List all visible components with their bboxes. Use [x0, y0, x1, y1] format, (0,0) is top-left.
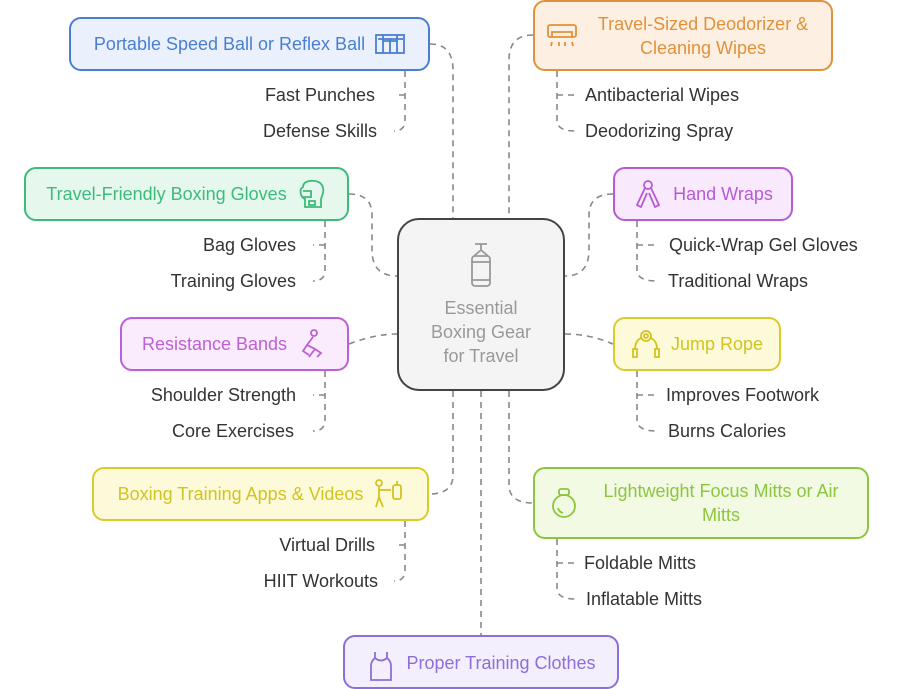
- child-bag-gloves: Bag Gloves: [202, 235, 296, 255]
- child-training-gloves: Training Gloves: [170, 271, 296, 291]
- branch-hand-wraps[interactable]: Hand Wraps: [613, 167, 793, 221]
- child-antibacterial-wipes: Antibacterial Wipes: [585, 85, 740, 105]
- connector-apps: [428, 391, 454, 495]
- child-virtual-drills: Virtual Drills: [279, 535, 375, 555]
- branch-jump-rope[interactable]: Jump Rope: [613, 317, 781, 371]
- child-foldable-mitts: Foldable Mitts: [584, 553, 697, 573]
- tank-top-icon: [370, 652, 393, 681]
- child-burns-calories: Burns Calories: [668, 421, 787, 441]
- branch-label: Portable Speed Ball or Reflex Ball: [93, 34, 366, 54]
- connector-speed-ball: [429, 43, 454, 218]
- branch-label: Boxing Training Apps & Videos: [117, 484, 364, 504]
- branch-training-apps[interactable]: Boxing Training Apps & Videos: [92, 467, 429, 521]
- boxer-training-icon: [375, 479, 403, 508]
- boxing-glove-icon: [299, 179, 324, 208]
- punching-bag-icon: [471, 242, 491, 287]
- connector-jump-rope: [564, 333, 614, 345]
- branch-speed-ball[interactable]: Portable Speed Ball or Reflex Ball: [69, 17, 430, 71]
- connector-gloves: [348, 193, 398, 277]
- hand-grip-icon: [635, 180, 661, 209]
- child-inflatable-mitts: Inflatable Mitts: [586, 589, 703, 609]
- child-traditional-wraps: Traditional Wraps: [668, 271, 809, 291]
- kettlebell-icon: [551, 488, 576, 518]
- branch-label: Travel-Sized Deodorizer & Cleaning Wipes: [597, 13, 809, 58]
- connector-lines: [312, 34, 658, 635]
- branch-deodorizer[interactable]: Travel-Sized Deodorizer & Cleaning Wipes: [533, 0, 833, 71]
- child-quick-wrap-gel-gloves: Quick-Wrap Gel Gloves: [669, 235, 858, 255]
- branch-label: Proper Training Clothes: [406, 653, 596, 673]
- connector-mitts: [508, 391, 534, 504]
- branch-resistance-bands[interactable]: Resistance Bands: [120, 317, 349, 371]
- branch-label: Lightweight Focus Mitts or Air Mitts: [603, 481, 839, 525]
- child-fast-punches: Fast Punches: [264, 85, 375, 105]
- branch-label: Hand Wraps: [673, 184, 773, 204]
- child-shoulder-strength: Shoulder Strength: [150, 385, 296, 405]
- branch-label: Resistance Bands: [141, 334, 288, 354]
- connector-resistance: [348, 333, 398, 345]
- central-topic-label: Essential Boxing Gear for Travel: [430, 297, 532, 366]
- child-deodorizing-spray: Deodorizing Spray: [585, 121, 734, 141]
- branch-focus-mitts[interactable]: Lightweight Focus Mitts or Air Mitts: [533, 467, 869, 539]
- jump-rope-icon: [632, 330, 660, 358]
- branch-label: Jump Rope: [670, 334, 764, 354]
- central-topic[interactable]: Essential Boxing Gear for Travel: [397, 218, 565, 391]
- child-core-exercises: Core Exercises: [171, 421, 294, 441]
- spray-dispenser-icon: [547, 23, 577, 46]
- child-hiit-workouts: HIIT Workouts: [263, 571, 378, 591]
- connector-hand-wraps: [564, 193, 614, 277]
- branch-boxing-gloves[interactable]: Travel-Friendly Boxing Gloves: [24, 167, 349, 221]
- child-improves-footwork: Improves Footwork: [666, 385, 820, 405]
- branch-training-clothes[interactable]: Proper Training Clothes: [343, 635, 619, 689]
- stretching-person-icon: [301, 329, 323, 358]
- branch-label: Travel-Friendly Boxing Gloves: [46, 184, 287, 204]
- speed-ball-frame-icon: [375, 34, 405, 54]
- connector-deodorizer: [508, 34, 534, 218]
- child-defense-skills: Defense Skills: [262, 121, 377, 141]
